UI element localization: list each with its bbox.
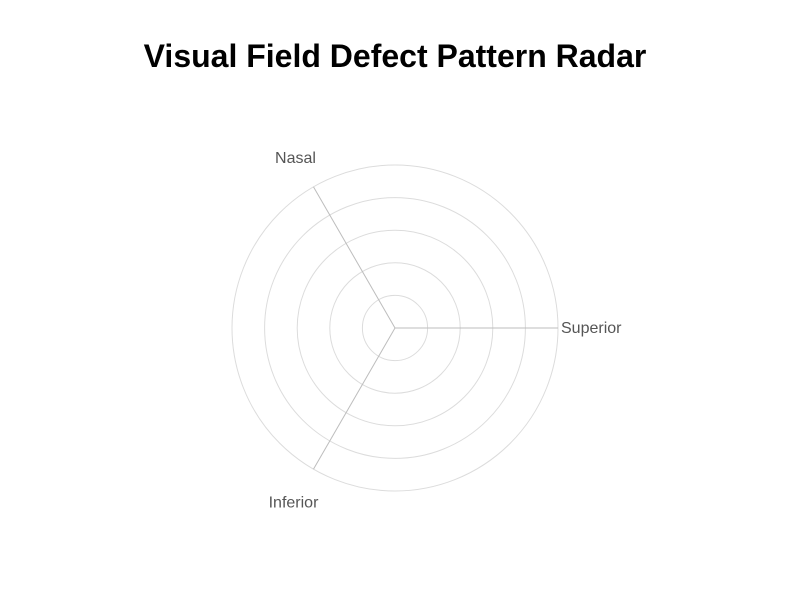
axis-label-superior: Superior [561, 320, 622, 337]
axis-label-nasal: Nasal [275, 150, 316, 167]
chart-title: Visual Field Defect Pattern Radar [143, 38, 647, 74]
axis-line-inferior [313, 327, 396, 470]
axis-line-nasal [313, 186, 396, 329]
axis-label-inferior: Inferior [269, 494, 319, 511]
axis-layer [313, 186, 558, 470]
